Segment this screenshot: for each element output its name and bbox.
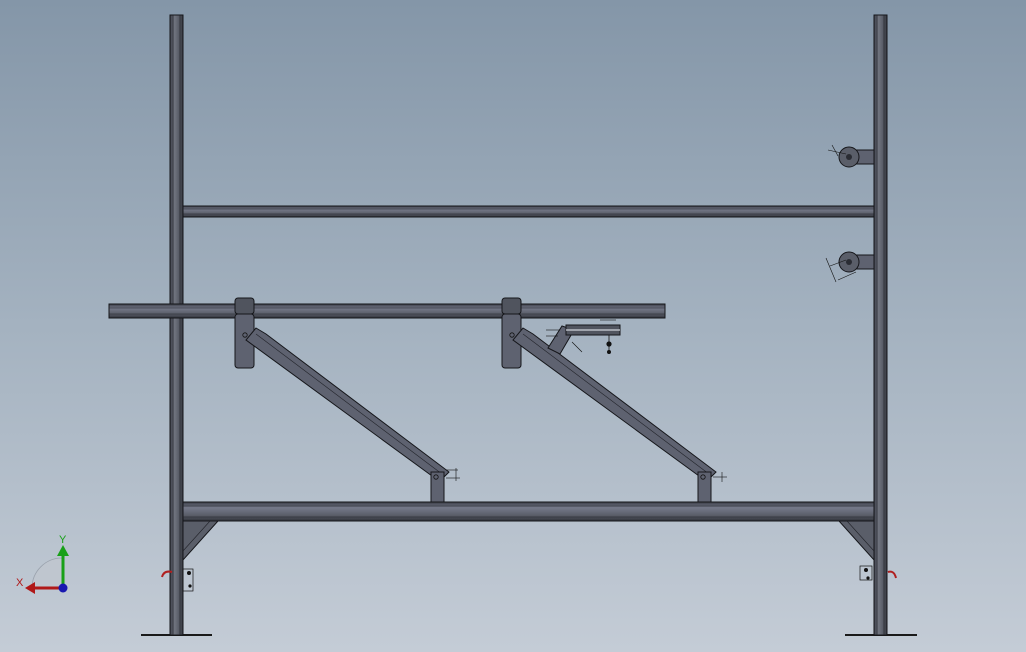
right-foot-bolt [866,576,870,580]
lower-pipe-dim-line [825,257,837,283]
triad-y-label: Y [59,534,67,546]
triad-plane-indicator [31,557,63,589]
right-foot-bracket [859,565,873,581]
right-foot-pin [700,474,706,480]
lower-crossbeam[interactable] [182,501,875,522]
left-corner-brace-edge [182,520,211,552]
triad-x-label: X [16,577,24,589]
left-foot-bolt [187,571,191,575]
left-foot-pin [433,474,439,480]
left-post[interactable] [169,14,184,636]
right-corner-brace[interactable] [837,520,875,562]
middle-rail[interactable] [108,303,666,319]
left-corner-brace[interactable] [182,520,220,562]
right-diagonal-brace[interactable] [512,327,717,481]
triad-y-arrow [57,545,69,556]
left-diagonal-brace[interactable] [245,327,450,481]
upper-crossbeam[interactable] [182,205,875,218]
right-post[interactable] [873,14,888,636]
clamp-pin [607,350,611,354]
right-corner-brace-edge [846,520,875,552]
left-hanger-cap[interactable] [234,297,255,315]
triad-x-arrow [25,582,35,594]
right-foot-hook [887,570,897,579]
coordinate-triad: X Y [16,534,69,594]
lower-pipe-dim-line [837,271,857,281]
triad-z-axis [58,583,68,593]
left-foot-bolt [188,584,192,588]
upper-pipe-support-hub [846,154,852,160]
left-foot-hook [161,570,173,578]
right-foot-bolt [864,568,868,572]
lower-pipe-dim-line [829,259,847,267]
clamp-pin [606,341,612,347]
right-brace-pin [509,332,515,338]
upper-pipe-dim-line [827,149,847,155]
lower-pipe-support-hub [846,259,852,265]
left-foot-bracket [182,568,194,592]
left-diagonal-brace-edge [255,333,443,475]
left-diagonal-foot[interactable] [430,471,445,503]
left-brace-pin [242,332,248,338]
right-diagonal-brace-edge [522,333,710,475]
right-hanger-cap[interactable] [501,297,522,315]
upper-pipe-dim-line [831,144,839,157]
right-diagonal-foot[interactable] [697,471,712,503]
arm-dim-line [571,341,583,353]
